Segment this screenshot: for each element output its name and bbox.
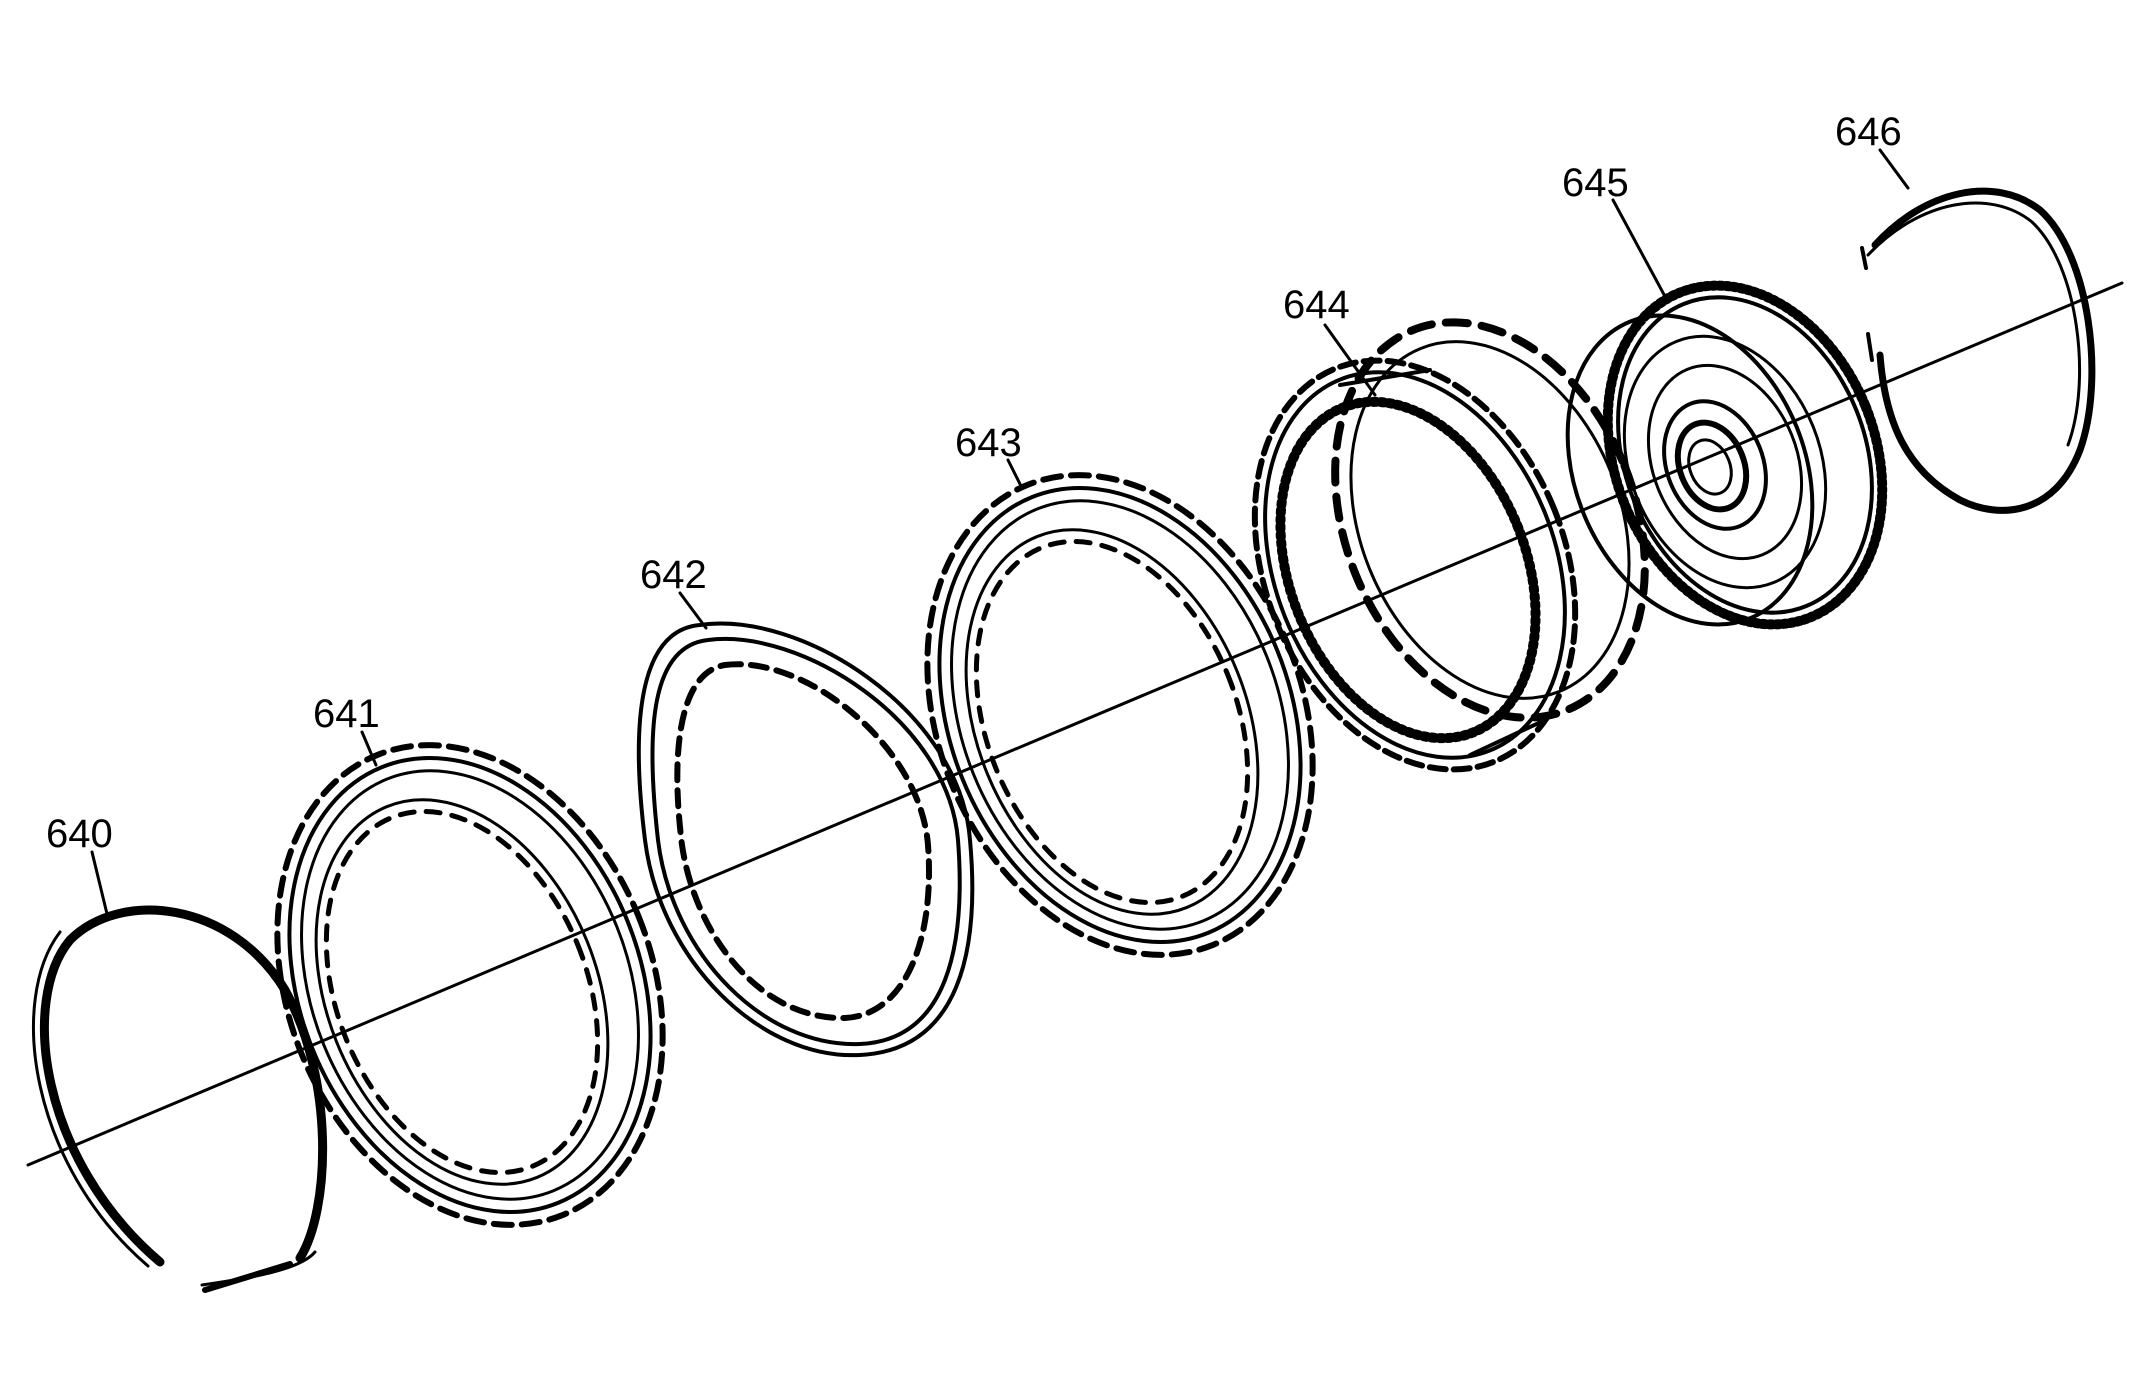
part-642-separator-plate [636, 621, 975, 1058]
part-645-gear-hub [1565, 280, 1888, 630]
leader-642 [678, 591, 708, 630]
part-641-clutch-plate [274, 742, 666, 1228]
part-644-ring-gear [1251, 318, 1649, 773]
callout-643: 643 [955, 421, 1022, 465]
leader-640 [90, 850, 110, 920]
leader-645 [1611, 198, 1670, 304]
callout-644: 644 [1283, 283, 1350, 327]
part-646-snap-ring [1860, 187, 2096, 514]
leader-643 [1006, 458, 1024, 490]
leader-646 [1878, 148, 1910, 190]
callout-640: 640 [46, 812, 113, 856]
part-643-clutch-plate [924, 472, 1316, 958]
callout-645: 645 [1562, 161, 1629, 205]
leader-641 [360, 730, 378, 767]
callout-642: 642 [640, 553, 707, 597]
center-axis-line [26, 281, 2124, 1167]
callout-641: 641 [313, 692, 380, 736]
callout-labels: 640 641 642 643 644 645 646 [46, 110, 1902, 856]
callout-646: 646 [1835, 110, 1902, 154]
part-640-snap-ring [31, 905, 328, 1293]
leader-lines [90, 148, 1910, 920]
leader-644 [1323, 323, 1377, 397]
